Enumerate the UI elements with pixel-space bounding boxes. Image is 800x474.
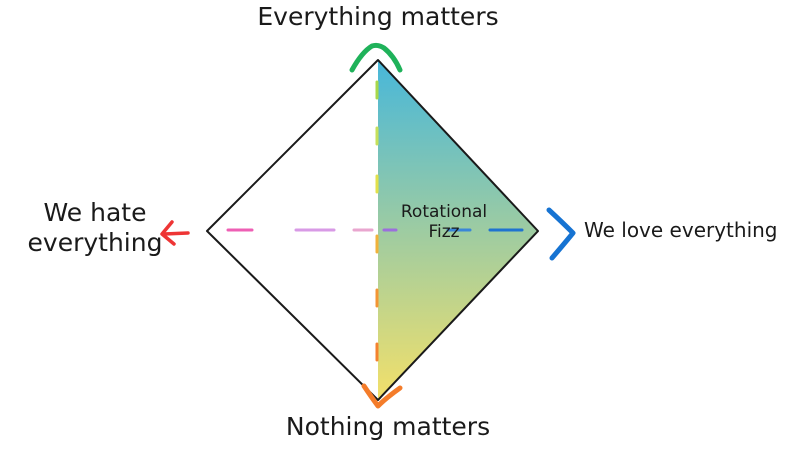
chevron-right-icon [546,207,576,261]
label-rotational-fizz: Rotational Fizz [380,202,508,243]
label-rotational-line1: Rotational [400,202,488,222]
chevron-down-icon [361,383,403,409]
label-we-love-everything: We love everything [584,218,778,242]
label-fizz-line2: Fizz [428,222,460,243]
chevron-up-icon [349,42,403,73]
arrow-left-icon [160,220,190,246]
label-we-hate-everything: We hate everything [10,198,180,258]
diamond-outline [206,59,539,401]
label-everything-matters: Everything matters [257,2,499,31]
label-nothing-matters: Nothing matters [285,412,491,441]
label-we-hate-line1: We hate [43,198,147,227]
label-we-hate-line2: everything [27,228,163,257]
